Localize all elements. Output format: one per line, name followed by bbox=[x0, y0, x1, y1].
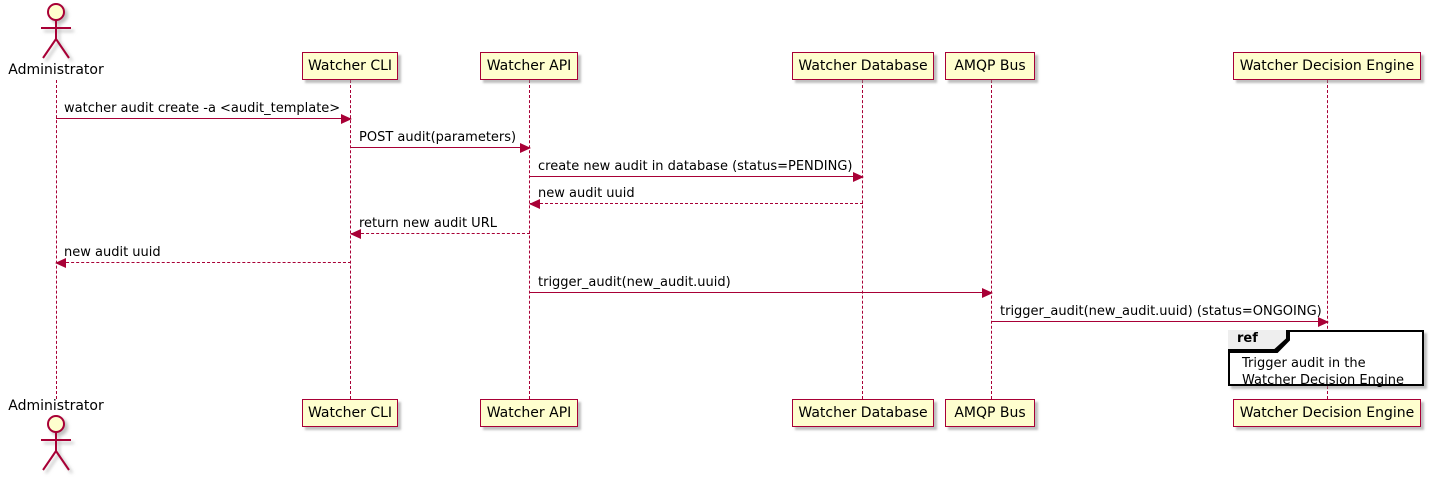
participant-box-watcher-api-top: Watcher API bbox=[480, 52, 578, 80]
ref-line-2: Watcher Decision Engine bbox=[1242, 373, 1404, 388]
message-label: return new audit URL bbox=[359, 216, 497, 231]
message-trigger-audit: trigger_audit(new_audit.uuid) bbox=[530, 275, 993, 299]
participant-box-amqp-bus-bottom: AMQP Bus bbox=[945, 399, 1035, 427]
participant-box-watcher-decision-engine-top: Watcher Decision Engine bbox=[1233, 52, 1421, 80]
ref-body-text: Trigger audit in the Watcher Decision En… bbox=[1242, 355, 1404, 389]
lifeline-amqp-bus bbox=[991, 80, 992, 399]
message-label: watcher audit create -a <audit_template> bbox=[64, 101, 341, 116]
lifeline-watcher-decision-engine bbox=[1327, 80, 1328, 399]
message-label: create new audit in database (status=PEN… bbox=[538, 159, 853, 174]
participant-label-administrator: Administrator bbox=[8, 398, 104, 414]
message-label: new audit uuid bbox=[64, 245, 161, 260]
message-label: trigger_audit(new_audit.uuid) (status=ON… bbox=[1000, 304, 1322, 319]
message-line bbox=[351, 233, 530, 234]
message-post-audit: POST audit(parameters) bbox=[351, 130, 531, 154]
message-return-new-audit-uuid-db: new audit uuid bbox=[529, 186, 863, 210]
actor-stick-figure-icon bbox=[41, 415, 71, 471]
lifeline-watcher-database bbox=[862, 80, 863, 399]
participant-box-amqp-bus-top: AMQP Bus bbox=[945, 52, 1035, 80]
message-return-new-audit-uuid-cli: new audit uuid bbox=[55, 245, 351, 269]
message-line bbox=[56, 262, 351, 263]
participant-box-watcher-decision-engine-bottom: Watcher Decision Engine bbox=[1233, 399, 1421, 427]
message-label: new audit uuid bbox=[538, 186, 635, 201]
ref-keyword: ref bbox=[1228, 330, 1286, 349]
participant-box-watcher-cli-bottom: Watcher CLI bbox=[302, 399, 398, 427]
actor-administrator-top: Administrator bbox=[0, 2, 112, 78]
participant-box-watcher-database-top: Watcher Database bbox=[792, 52, 934, 80]
ref-tag-pentagon: ref bbox=[1228, 330, 1290, 353]
message-line bbox=[530, 176, 863, 177]
message-line bbox=[351, 147, 530, 148]
message-trigger-audit-ongoing: trigger_audit(new_audit.uuid) (status=ON… bbox=[992, 304, 1329, 328]
message-audit-create: watcher audit create -a <audit_template> bbox=[56, 101, 352, 125]
lifeline-administrator bbox=[56, 80, 57, 399]
arrowhead-right-icon bbox=[341, 113, 352, 124]
arrowhead-right-icon bbox=[982, 287, 993, 298]
ref-fragment: ref Trigger audit in the Watcher Decisio… bbox=[1228, 330, 1424, 389]
participant-box-watcher-cli-top: Watcher CLI bbox=[302, 52, 398, 80]
arrowhead-right-icon bbox=[520, 142, 531, 153]
actor-stick-figure-icon bbox=[41, 3, 71, 59]
lifeline-watcher-api bbox=[529, 80, 530, 399]
message-line bbox=[56, 118, 351, 119]
participant-label-administrator: Administrator bbox=[8, 62, 104, 78]
arrowhead-left-icon bbox=[529, 198, 540, 209]
ref-line-1: Trigger audit in the bbox=[1242, 356, 1366, 371]
message-line bbox=[530, 203, 863, 204]
message-return-new-audit-url: return new audit URL bbox=[350, 216, 530, 240]
arrowhead-right-icon bbox=[1318, 316, 1329, 327]
message-label: POST audit(parameters) bbox=[359, 130, 517, 145]
message-line bbox=[992, 321, 1328, 322]
message-create-audit-db: create new audit in database (status=PEN… bbox=[530, 159, 864, 183]
message-line bbox=[530, 292, 992, 293]
arrowhead-right-icon bbox=[853, 171, 864, 182]
participant-box-watcher-api-bottom: Watcher API bbox=[480, 399, 578, 427]
arrowhead-left-icon bbox=[55, 257, 66, 268]
lifeline-watcher-cli bbox=[350, 80, 351, 399]
message-label: trigger_audit(new_audit.uuid) bbox=[538, 275, 731, 290]
actor-administrator-bottom: Administrator bbox=[0, 398, 112, 474]
arrowhead-left-icon bbox=[350, 228, 361, 239]
participant-box-watcher-database-bottom: Watcher Database bbox=[792, 399, 934, 427]
